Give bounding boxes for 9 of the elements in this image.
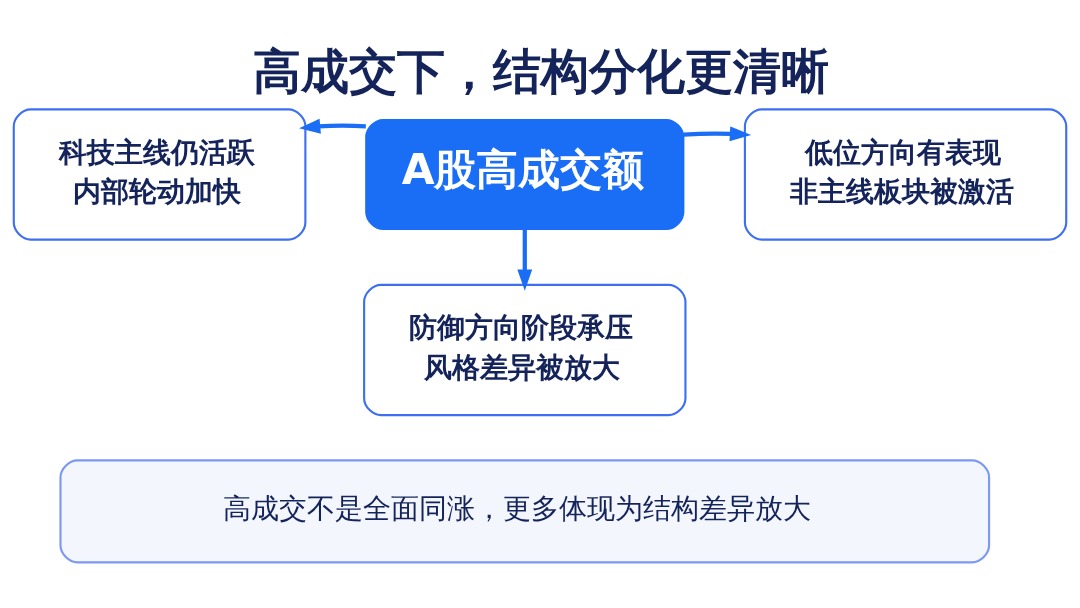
arrow <box>299 118 366 134</box>
node-box: 防御方向阶段承压 风格差异被放大 <box>363 283 687 417</box>
arrow <box>517 229 533 291</box>
node-box: 低位方向有表现 非主线板块被激活 <box>743 108 1068 241</box>
diagram-title: 高成交下，结构分化更清晰 <box>252 43 829 100</box>
node-box: 科技主线仍活跃 内部轮动加快 <box>12 108 307 241</box>
node-box: 高成交不是全面同涨，更多体现为结构差异放大 <box>59 459 991 564</box>
arrow <box>683 126 752 142</box>
node-box: A股高成交额 <box>365 118 685 231</box>
